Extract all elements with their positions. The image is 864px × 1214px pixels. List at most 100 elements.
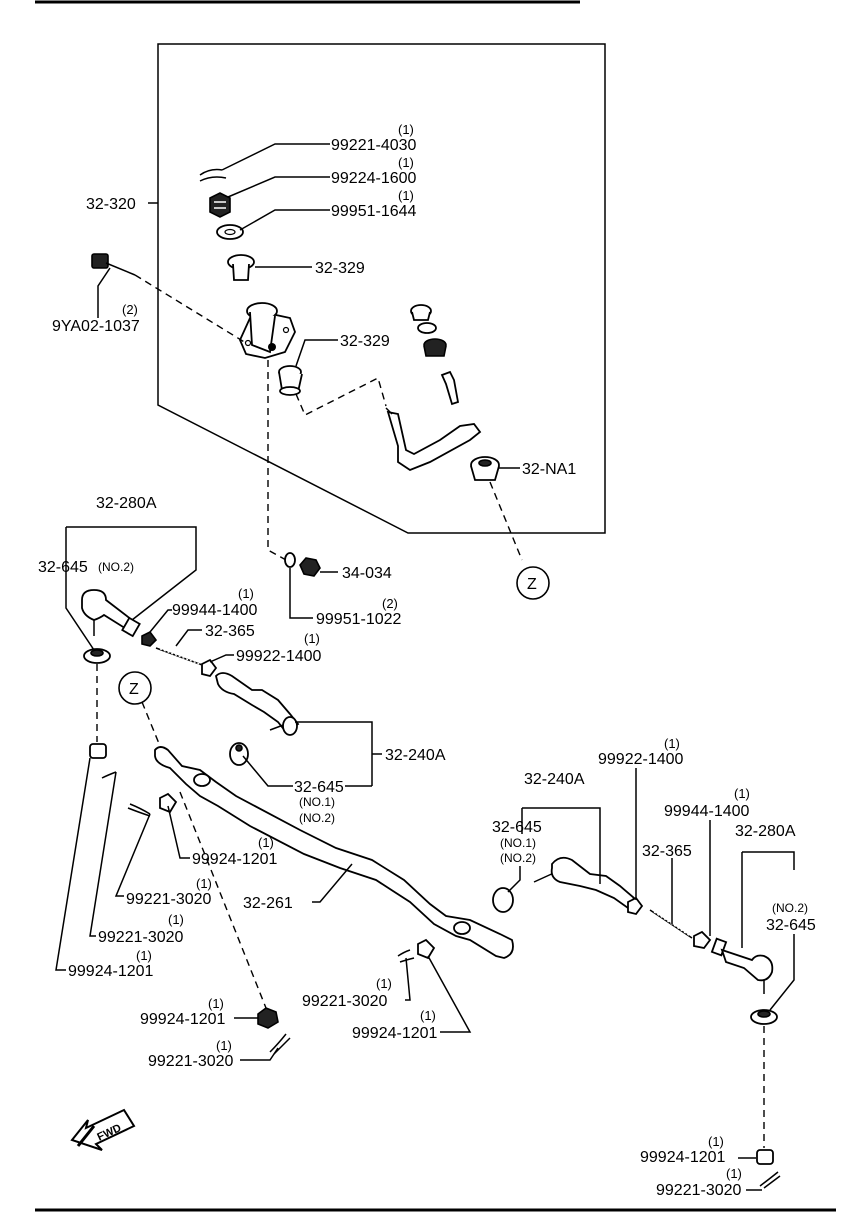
- qty-99221-3020-b: (1): [168, 912, 184, 927]
- label-99221-3020-a: 99221-3020: [126, 891, 212, 908]
- label-no2-left: (NO.2): [98, 560, 134, 574]
- label-34-034: 34-034: [342, 565, 392, 582]
- bracket-32-240a-mid: [295, 721, 382, 787]
- label-99924-1201-a: 99924-1201: [192, 851, 278, 868]
- leader-32-645-right-end: [769, 934, 795, 1011]
- grommet-right-icon: [492, 887, 514, 913]
- qty-99221-3020-c: (1): [376, 976, 392, 991]
- tie-rod-right-icon: [533, 856, 636, 910]
- label-99221-3020-d: 99221-3020: [148, 1053, 234, 1070]
- grommet-center-left-icon: [229, 742, 249, 766]
- center-link-icon: [154, 746, 514, 959]
- leader-32-645-mid: [242, 755, 293, 787]
- nut-right-bottom-icon: [756, 1149, 774, 1165]
- bushing-na1-icon: [470, 456, 500, 481]
- qty-99951-1644: (1): [398, 188, 414, 203]
- clamp-nut-right-icon: [693, 930, 712, 949]
- qty-99221-3020-d: (1): [216, 1038, 232, 1053]
- label-32-320: 32-320: [86, 196, 136, 213]
- bushing-top-icon: [227, 254, 255, 281]
- leader-32-645-right-mid: [507, 866, 521, 893]
- qty-99924-1201-b: (1): [136, 948, 152, 963]
- label-9ya02-1037: 9YA02-1037: [52, 318, 140, 335]
- label-no1-mid: (NO.1): [299, 795, 335, 809]
- qty-99944-1400-left: (1): [238, 586, 254, 601]
- label-32-365-left: 32-365: [205, 623, 255, 640]
- nut-lower-left-icon: [89, 743, 107, 759]
- label-99944-1400-right: 99944-1400: [664, 803, 750, 820]
- label-99221-3020-e: 99221-3020: [656, 1182, 742, 1199]
- qty-99221-3020-a: (1): [196, 876, 212, 891]
- label-z-top: Z: [527, 576, 537, 593]
- tie-rod-end-right-icon: [710, 937, 774, 994]
- nut-99922-1400-right-icon: [627, 896, 644, 916]
- qty-99924-1201-a: (1): [258, 835, 274, 850]
- label-32-645-right-mid: 32-645: [492, 819, 542, 836]
- bolt-icon: [91, 253, 136, 276]
- label-32-645-right-end: 32-645: [766, 917, 816, 934]
- idler-arm-assembly-frame: [157, 43, 606, 534]
- bracket-32-280a-left: [65, 526, 197, 621]
- dash-z-to-center-link: [141, 701, 161, 747]
- lock-washer-icon: [284, 552, 296, 568]
- qty-99951-1022: (2): [382, 596, 398, 611]
- qty-99924-1201-e: (1): [708, 1134, 724, 1149]
- leader-32-365-left: [175, 629, 202, 647]
- tie-rod-left-icon: [215, 672, 300, 736]
- qty-9ya02-1037: (2): [122, 302, 138, 317]
- label-32-329-lower: 32-329: [340, 333, 390, 350]
- label-no2-right: (NO.2): [500, 851, 536, 865]
- leader-99924-1201-c: [427, 955, 472, 1033]
- nut-center-left-icon: [159, 792, 178, 814]
- nut-center-right-icon: [417, 938, 436, 960]
- bushing-lower-icon: [278, 365, 303, 396]
- leader-99924-1201-a: [167, 805, 190, 859]
- leader-32-645-left: [65, 578, 95, 651]
- label-99951-1022: 99951-1022: [316, 611, 402, 628]
- label-99924-1201-d: 99924-1201: [140, 1011, 226, 1028]
- qty-99924-1201-d: (1): [208, 996, 224, 1011]
- ref-z-circle-top: [516, 566, 550, 600]
- dash-bushing-to-arm: [295, 376, 387, 416]
- adjusting-bolt-left-icon: [155, 647, 206, 667]
- label-99924-1201-c: 99924-1201: [352, 1025, 438, 1042]
- label-32-261: 32-261: [243, 895, 293, 912]
- washer-hole-icon: [224, 228, 236, 236]
- label-32-240a-mid: 32-240A: [385, 747, 446, 764]
- dash-bracket-to-nut: [267, 360, 287, 561]
- leader-32-261: [312, 863, 353, 903]
- idler-arm-bracket-icon: [239, 302, 296, 359]
- leader-99221-4030: [221, 143, 330, 171]
- boot-left-top-icon: [90, 649, 104, 657]
- cotter-pin-1-icon: [127, 803, 151, 817]
- leader-99951-1022: [289, 568, 313, 619]
- label-32-280a-left: 32-280A: [96, 495, 157, 512]
- label-32-645-left: 32-645: [38, 559, 88, 576]
- leader-99224-1600: [227, 176, 330, 198]
- label-32-645-mid: 32-645: [294, 779, 344, 796]
- washer-icon: [216, 224, 244, 240]
- label-99221-3020-b: 99221-3020: [98, 929, 184, 946]
- leader-99944-1400-left: [149, 609, 172, 633]
- boot-right-top-icon: [757, 1010, 771, 1018]
- label-32-280a-right: 32-280A: [735, 823, 796, 840]
- dash-bolt-to-bracket: [134, 274, 247, 344]
- label-32-329-top: 32-329: [315, 260, 365, 277]
- clamp-nut-left-icon: [141, 630, 158, 647]
- leader-99924-1201-b: [55, 757, 91, 971]
- label-32-na1: 32-NA1: [522, 461, 576, 478]
- ref-z-circle-mid: [118, 671, 152, 705]
- label-99221-4030: 99221-4030: [331, 137, 417, 154]
- nut-bottom-icon: [257, 1007, 279, 1029]
- qty-99924-1201-c: (1): [420, 1008, 436, 1023]
- dash-na1-to-z: [489, 481, 523, 561]
- leader-99951-1644: [239, 209, 330, 231]
- label-no2-right-end: (NO.2): [772, 901, 808, 915]
- leader-99922-1400-left: [209, 654, 234, 663]
- cotter-pin-5-icon: [759, 1171, 781, 1189]
- label-99924-1201-e: 99924-1201: [640, 1149, 726, 1166]
- qty-99944-1400-right: (1): [734, 786, 750, 801]
- dash-center-to-bottom-nut: [179, 791, 267, 1009]
- label-32-365-right: 32-365: [642, 843, 692, 860]
